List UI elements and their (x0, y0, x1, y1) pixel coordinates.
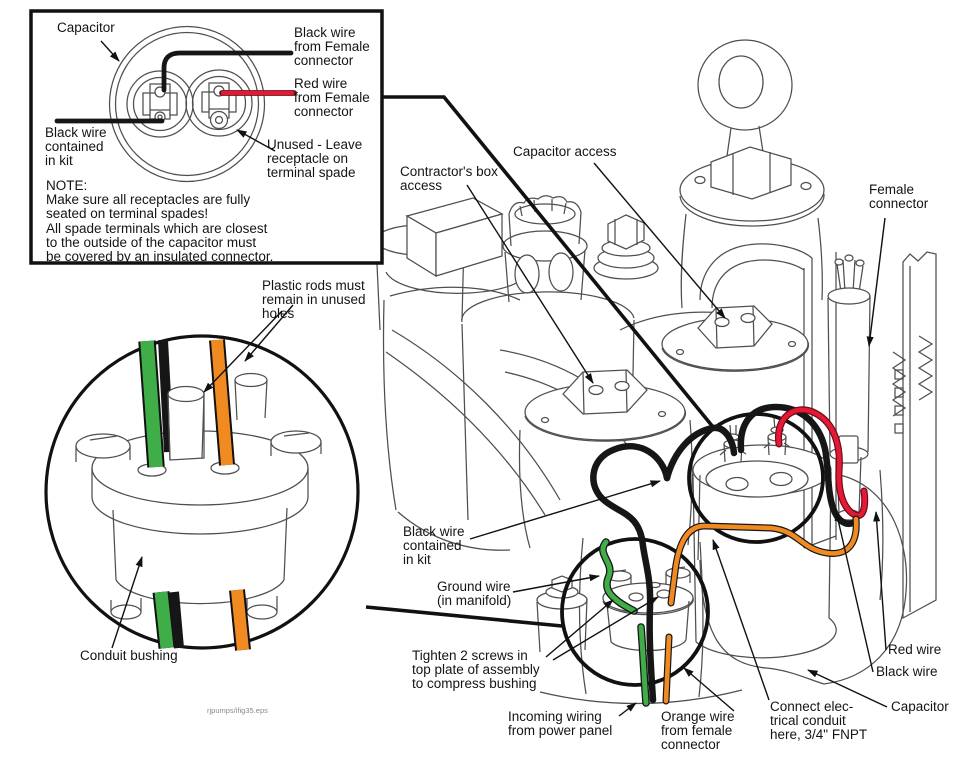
leader-arrows (100, 40, 888, 717)
label-unused-receptacle: Unused - Leave receptacle on terminal sp… (267, 137, 363, 180)
label-contractors-box-access: Contractor's box access (400, 164, 498, 193)
label-female-connector: Female connector (869, 182, 929, 211)
red-wire-main (776, 407, 868, 518)
black-wire-kit-main (590, 443, 671, 704)
label-capacitor-access: Capacitor access (513, 144, 617, 159)
orange-wire-band (211, 339, 233, 466)
label-red-wire: Red wire (888, 642, 942, 657)
rib-texture (917, 335, 934, 401)
inset-box-connector-line (383, 95, 715, 429)
bushing-highlight-circle (560, 537, 710, 687)
inset-circle-connector-line (365, 605, 563, 628)
label-plastic-rods: Plastic rods must remain in unused holes (262, 278, 366, 321)
female-connector (827, 254, 871, 521)
plastic-rod (234, 372, 268, 388)
label-black-wire-female: Black wire from Female connector (294, 25, 370, 68)
capacitor-access-plug (661, 305, 810, 372)
label-black-wire-kit-main: Black wire contained in kit (403, 524, 465, 567)
label-note: NOTE: Make sure all receptacles are full… (46, 178, 251, 221)
figure-credit: rjpumps/ifig35.eps (207, 706, 268, 715)
label-conduit-bushing: Conduit bushing (80, 648, 178, 663)
green-ground-wire (600, 539, 637, 614)
label-ground-wire: Ground wire (in manifold) (437, 579, 512, 608)
pump-assembly-drawing (375, 39, 937, 705)
label-tighten-screws: Tighten 2 screws in top plate of assembl… (412, 648, 540, 691)
small-hex-plug (607, 214, 645, 250)
label-red-wire-female: Red wire from Female connector (294, 76, 370, 119)
label-capacitor-main: Capacitor (891, 699, 949, 714)
label-connect-conduit: Connect elec- trical conduit here, 3/4" … (770, 699, 868, 742)
label-orange-wire: Orange wire from female connector (661, 709, 735, 752)
right-bracket-plate (902, 251, 937, 620)
conduit-bushing-inset (44, 334, 360, 651)
plastic-rod (167, 385, 205, 403)
rib-texture (891, 351, 907, 417)
black-wire-band (158, 339, 174, 453)
unused-receptacle (209, 110, 229, 130)
black-wire-top (161, 50, 294, 93)
green-wire-band (140, 340, 163, 468)
label-black-wire-kit-inset: Black wire contained in kit (45, 125, 107, 168)
label-note2: All spade terminals which are closest to… (46, 221, 274, 264)
capacitor-wiring-inset (29, 9, 384, 265)
label-capacitor-inset: Capacitor (57, 20, 115, 35)
label-incoming-wiring: Incoming wiring from power panel (508, 709, 613, 738)
label-black-wire: Black wire (876, 664, 938, 679)
orange-wire-main (668, 516, 859, 606)
eye-bolt (679, 39, 825, 227)
capacitor-main (692, 417, 837, 659)
contractors-box-access-plug (518, 369, 693, 549)
